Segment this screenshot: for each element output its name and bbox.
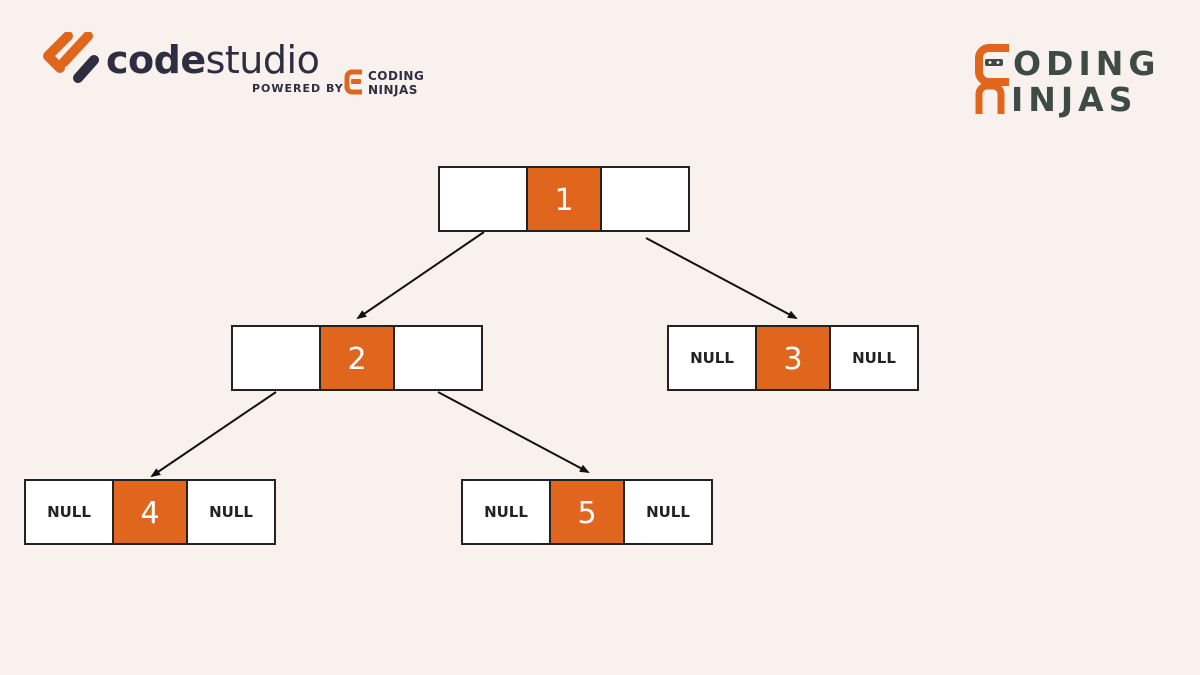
node-left-cell bbox=[231, 325, 321, 391]
null-pointer-label: NULL bbox=[484, 503, 528, 521]
node-value-label: 1 bbox=[554, 183, 573, 218]
node-left-cell bbox=[438, 166, 528, 232]
coding-ninjas-corner-logo: ODING INJAS bbox=[975, 42, 1170, 122]
corner-logo-line1: ODING bbox=[1013, 44, 1161, 83]
brand-part1: code bbox=[106, 38, 206, 82]
coding-ninjas-small-text: CODING NINJAS bbox=[368, 69, 424, 97]
tree-node-4: NULL 4 NULL bbox=[24, 479, 276, 545]
node-value-label: 3 bbox=[783, 342, 802, 377]
null-pointer-label: NULL bbox=[209, 503, 253, 521]
node-value-cell bbox=[526, 166, 602, 232]
tree-node-5: NULL 5 NULL bbox=[461, 479, 713, 545]
corner-logo-line2: INJAS bbox=[1011, 80, 1138, 119]
codestudio-wordmark: codestudio bbox=[106, 38, 320, 82]
null-pointer-label: NULL bbox=[646, 503, 690, 521]
edge-arrow-n2-n5 bbox=[437, 391, 590, 473]
node-right-cell bbox=[393, 325, 483, 391]
edge-arrow-n1-n2 bbox=[356, 231, 485, 320]
tree-node-2: 2 bbox=[231, 325, 483, 391]
tree-node-3: NULL 3 NULL bbox=[667, 325, 919, 391]
codestudio-logo-icon bbox=[43, 32, 99, 83]
node-right-cell bbox=[623, 479, 713, 545]
edges-layer bbox=[150, 231, 798, 478]
node-right-cell bbox=[186, 479, 276, 545]
node-value-cell bbox=[319, 325, 395, 391]
node-right-cell bbox=[600, 166, 690, 232]
coding-ninjas-small-icon bbox=[344, 69, 362, 95]
null-pointer-label: NULL bbox=[852, 349, 896, 367]
node-value-cell bbox=[549, 479, 625, 545]
null-pointer-label: NULL bbox=[690, 349, 734, 367]
node-right-cell bbox=[829, 325, 919, 391]
partner-line1: CODING bbox=[368, 69, 425, 83]
node-value-label: 2 bbox=[347, 342, 366, 377]
node-left-cell bbox=[24, 479, 114, 545]
edge-arrow-n2-n4 bbox=[150, 391, 277, 478]
node-value-cell bbox=[755, 325, 831, 391]
partner-line2: NINJAS bbox=[368, 83, 418, 97]
node-value-label: 4 bbox=[140, 496, 159, 531]
edge-arrow-n1-n3 bbox=[645, 237, 798, 319]
coding-ninjas-mask-icon bbox=[975, 44, 1009, 114]
powered-by-label: POWERED BY bbox=[252, 82, 344, 95]
tree-node-1: 1 bbox=[438, 166, 690, 232]
coding-ninjas-small-logo: CODING NINJAS bbox=[344, 68, 436, 98]
node-value-label: 5 bbox=[577, 496, 596, 531]
node-left-cell bbox=[461, 479, 551, 545]
null-pointer-label: NULL bbox=[47, 503, 91, 521]
brand-part2: studio bbox=[205, 38, 320, 82]
